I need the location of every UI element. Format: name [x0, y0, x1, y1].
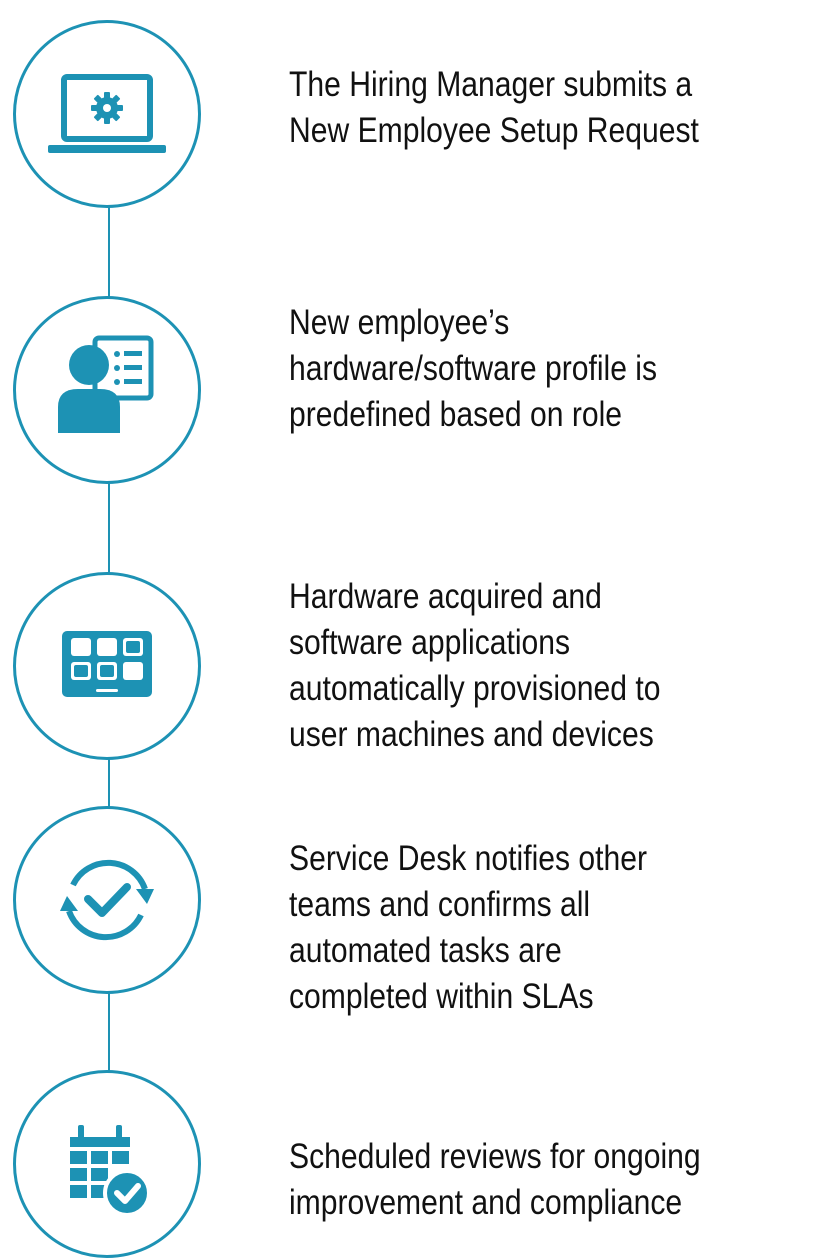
connector-line-1 — [108, 205, 110, 300]
laptop-gear-icon — [40, 47, 174, 181]
step-5-text: Scheduled reviews for ongoing improvemen… — [289, 1134, 745, 1226]
step-4-line-2: teams and confirms all — [289, 885, 591, 924]
step-2-circle — [13, 296, 201, 484]
connector-line-3 — [108, 756, 110, 810]
step-1-text: The Hiring Manager submits a New Employe… — [289, 62, 745, 154]
step-1-circle — [13, 20, 201, 208]
step-4-text: Service Desk notifies other teams and co… — [289, 836, 745, 1020]
step-4-circle — [13, 806, 201, 994]
tablet-apps-icon — [40, 599, 174, 733]
step-4-line-1: Service Desk notifies other — [289, 839, 648, 878]
step-5-circle — [13, 1070, 201, 1258]
step-3-circle — [13, 572, 201, 760]
step-2-line-2: hardware/software profile is — [289, 349, 658, 388]
connector-line-2 — [108, 480, 110, 576]
sync-check-icon — [40, 833, 174, 967]
step-1-line-2: New Employee Setup Request — [289, 111, 699, 150]
step-1-line-1: The Hiring Manager submits a — [289, 65, 693, 104]
step-3-line-3: automatically provisioned to — [289, 669, 661, 708]
step-2-line-1: New employee’s — [289, 303, 510, 342]
step-5-line-1: Scheduled reviews for ongoing — [289, 1137, 701, 1176]
connector-line-4 — [108, 990, 110, 1074]
step-2-text: New employee’s hardware/software profile… — [289, 300, 745, 438]
user-profile-checklist-icon — [40, 323, 174, 457]
step-5-line-2: improvement and compliance — [289, 1183, 683, 1222]
step-3-line-4: user machines and devices — [289, 715, 654, 754]
step-4-line-4: completed within SLAs — [289, 977, 594, 1016]
step-3-text: Hardware acquired and software applicati… — [289, 574, 745, 758]
step-3-line-2: software applications — [289, 623, 571, 662]
step-3-line-1: Hardware acquired and — [289, 577, 602, 616]
calendar-check-icon — [40, 1097, 174, 1231]
step-2-line-3: predefined based on role — [289, 395, 623, 434]
step-4-line-3: automated tasks are — [289, 931, 562, 970]
